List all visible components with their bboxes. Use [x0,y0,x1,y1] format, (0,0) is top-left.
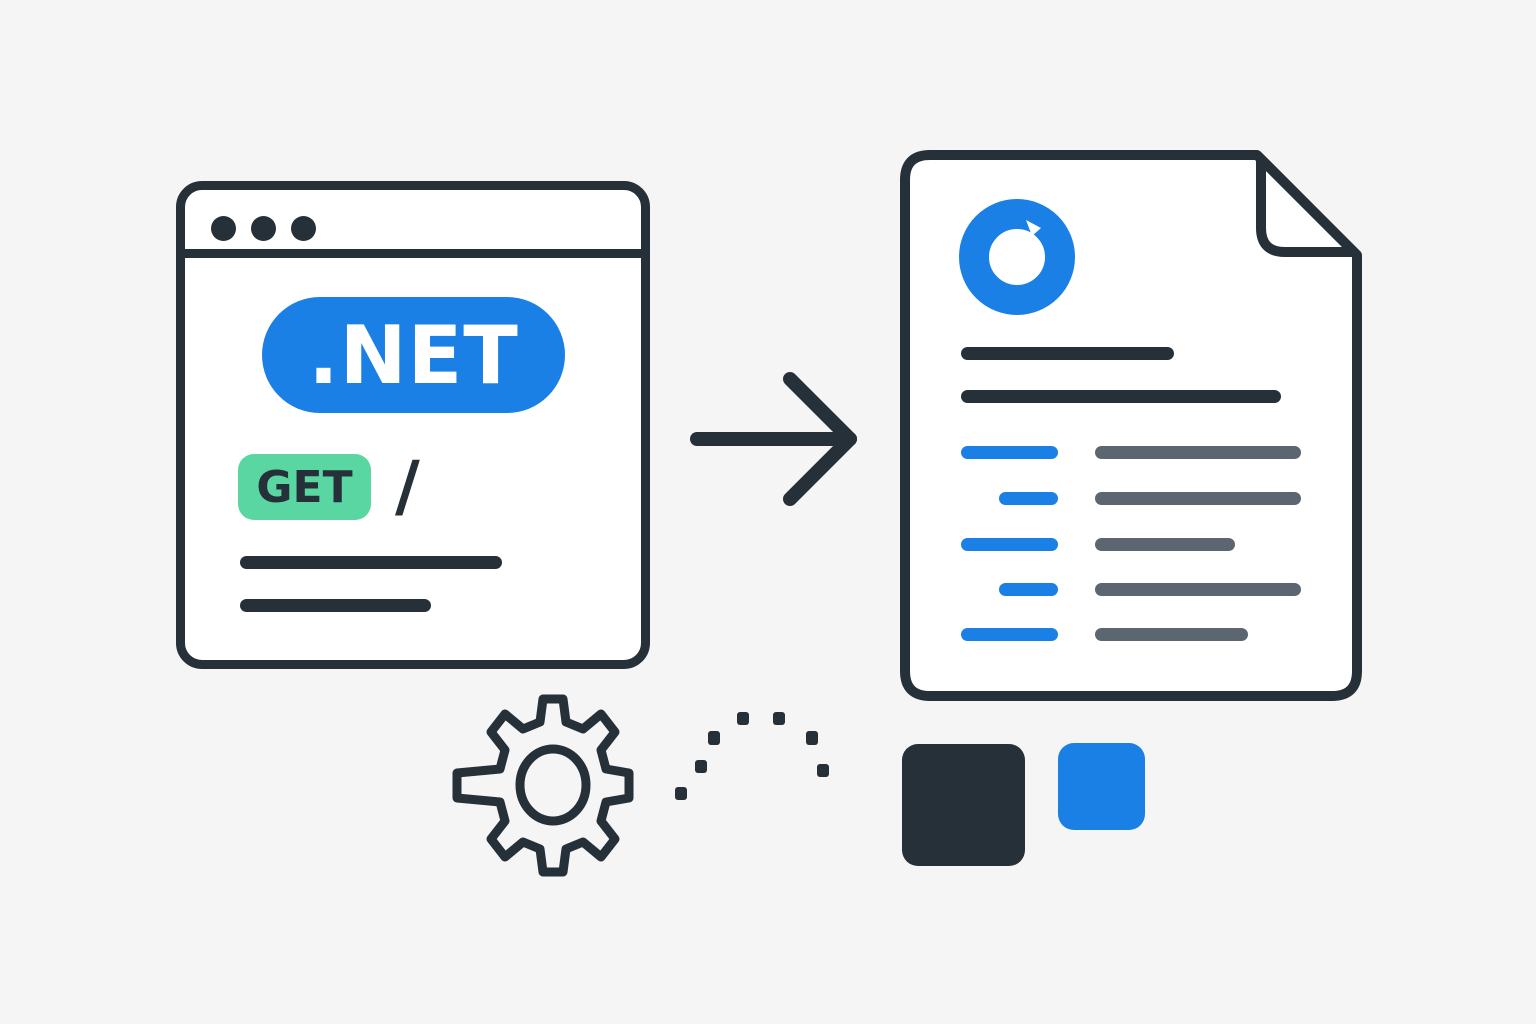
doc-row-key [961,538,1058,551]
route-path: / [395,447,420,526]
dark-swatch [902,744,1025,866]
blue-swatch [1058,743,1145,830]
dotnet-badge: .NET [262,297,565,413]
http-method-badge: GET [238,454,371,520]
doc-header-line [961,390,1281,403]
window-dot-icon[interactable] [291,216,316,241]
doc-row-value [1095,583,1301,596]
doc-row-key [961,446,1058,459]
gear-icon [452,694,634,877]
doc-row-value [1095,628,1248,641]
content-line [240,599,431,612]
doc-row-value [1095,538,1235,551]
doc-row-value [1095,446,1301,459]
doc-row-key [999,492,1058,505]
doc-row-key [999,583,1058,596]
doc-row-key [961,628,1058,641]
doc-row-value [1095,492,1301,505]
window-dot-icon[interactable] [251,216,276,241]
browser-titlebar [185,190,641,258]
ring-logo-icon [958,198,1076,316]
content-line [240,556,502,569]
window-dot-icon[interactable] [211,216,236,241]
arrow-right-icon [690,372,857,506]
dotted-connector [675,712,829,800]
browser-window: .NET GET / [176,181,650,669]
doc-header-line [961,347,1174,360]
